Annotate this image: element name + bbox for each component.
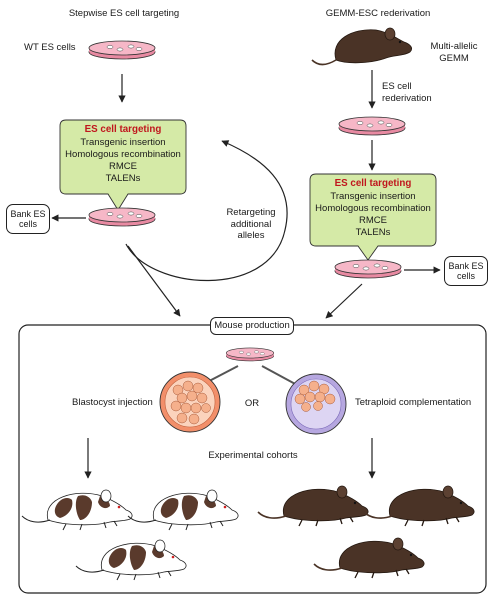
esc-mouse-2 xyxy=(363,485,475,527)
arrow-left-to-production xyxy=(127,245,181,317)
left-callout-item: Transgenic insertion xyxy=(80,137,166,148)
right-bank-es-cells: Bank ES cells xyxy=(444,256,488,286)
arrow-right-to-production xyxy=(325,283,363,319)
left-column-title: Stepwise ES cell targeting xyxy=(68,8,180,19)
chimera-mouse-3 xyxy=(75,539,187,581)
left-callout: ES cell targeting Transgenic insertion H… xyxy=(60,124,186,185)
mouse-production-title: Mouse production xyxy=(210,317,294,335)
blastocyst-injection-label: Blastocyst injection xyxy=(72,397,153,408)
blastocyst-embryo xyxy=(159,371,221,433)
tetraploid-complementation-label: Tetraploid complementation xyxy=(355,397,472,408)
multi-allelic-gemm-label: Multi-allelic GEMM xyxy=(430,41,478,64)
esc-mouse-1 xyxy=(257,485,369,527)
right-callout-item: RMCE xyxy=(359,215,387,226)
left-targeted-dish xyxy=(88,207,156,227)
esc-mouse-3 xyxy=(313,537,425,579)
right-callout-item: Transgenic insertion xyxy=(330,191,416,202)
left-callout-item: Homologous recombination xyxy=(65,149,181,160)
experimental-cohorts-label: Experimental cohorts xyxy=(208,450,298,461)
left-wt-dish xyxy=(88,40,156,60)
left-callout-title: ES cell targeting xyxy=(84,124,162,135)
right-gemm-mouse xyxy=(311,27,412,66)
right-callout-item: TALENs xyxy=(355,227,391,238)
right-column-title: GEMM-ESC rederivation xyxy=(325,8,431,19)
right-callout-bubble xyxy=(309,173,437,261)
right-callout-title: ES cell targeting xyxy=(334,178,412,189)
es-cell-rederivation-label: ES cell rederivation xyxy=(382,81,432,104)
right-targeted-dish xyxy=(334,259,402,279)
tetraploid-embryo xyxy=(285,373,347,435)
left-callout-item: RMCE xyxy=(109,161,137,172)
production-dish xyxy=(225,347,275,362)
or-label: OR xyxy=(244,398,260,409)
chimera-mouse-1 xyxy=(21,489,133,531)
left-callout-bubble xyxy=(59,119,187,211)
left-bank-es-cells: Bank ES cells xyxy=(6,204,50,234)
right-callout-item: Homologous recombination xyxy=(315,203,431,214)
right-callout: ES cell targeting Transgenic insertion H… xyxy=(310,178,436,239)
chimera-mouse-2 xyxy=(127,489,239,531)
wt-es-cells-label: WT ES cells xyxy=(24,42,76,53)
left-callout-item: TALENs xyxy=(105,173,141,184)
retargeting-loop-arrow xyxy=(125,140,288,282)
retargeting-label: Retargeting additional alleles xyxy=(226,207,276,241)
right-rederived-dish xyxy=(338,116,406,136)
